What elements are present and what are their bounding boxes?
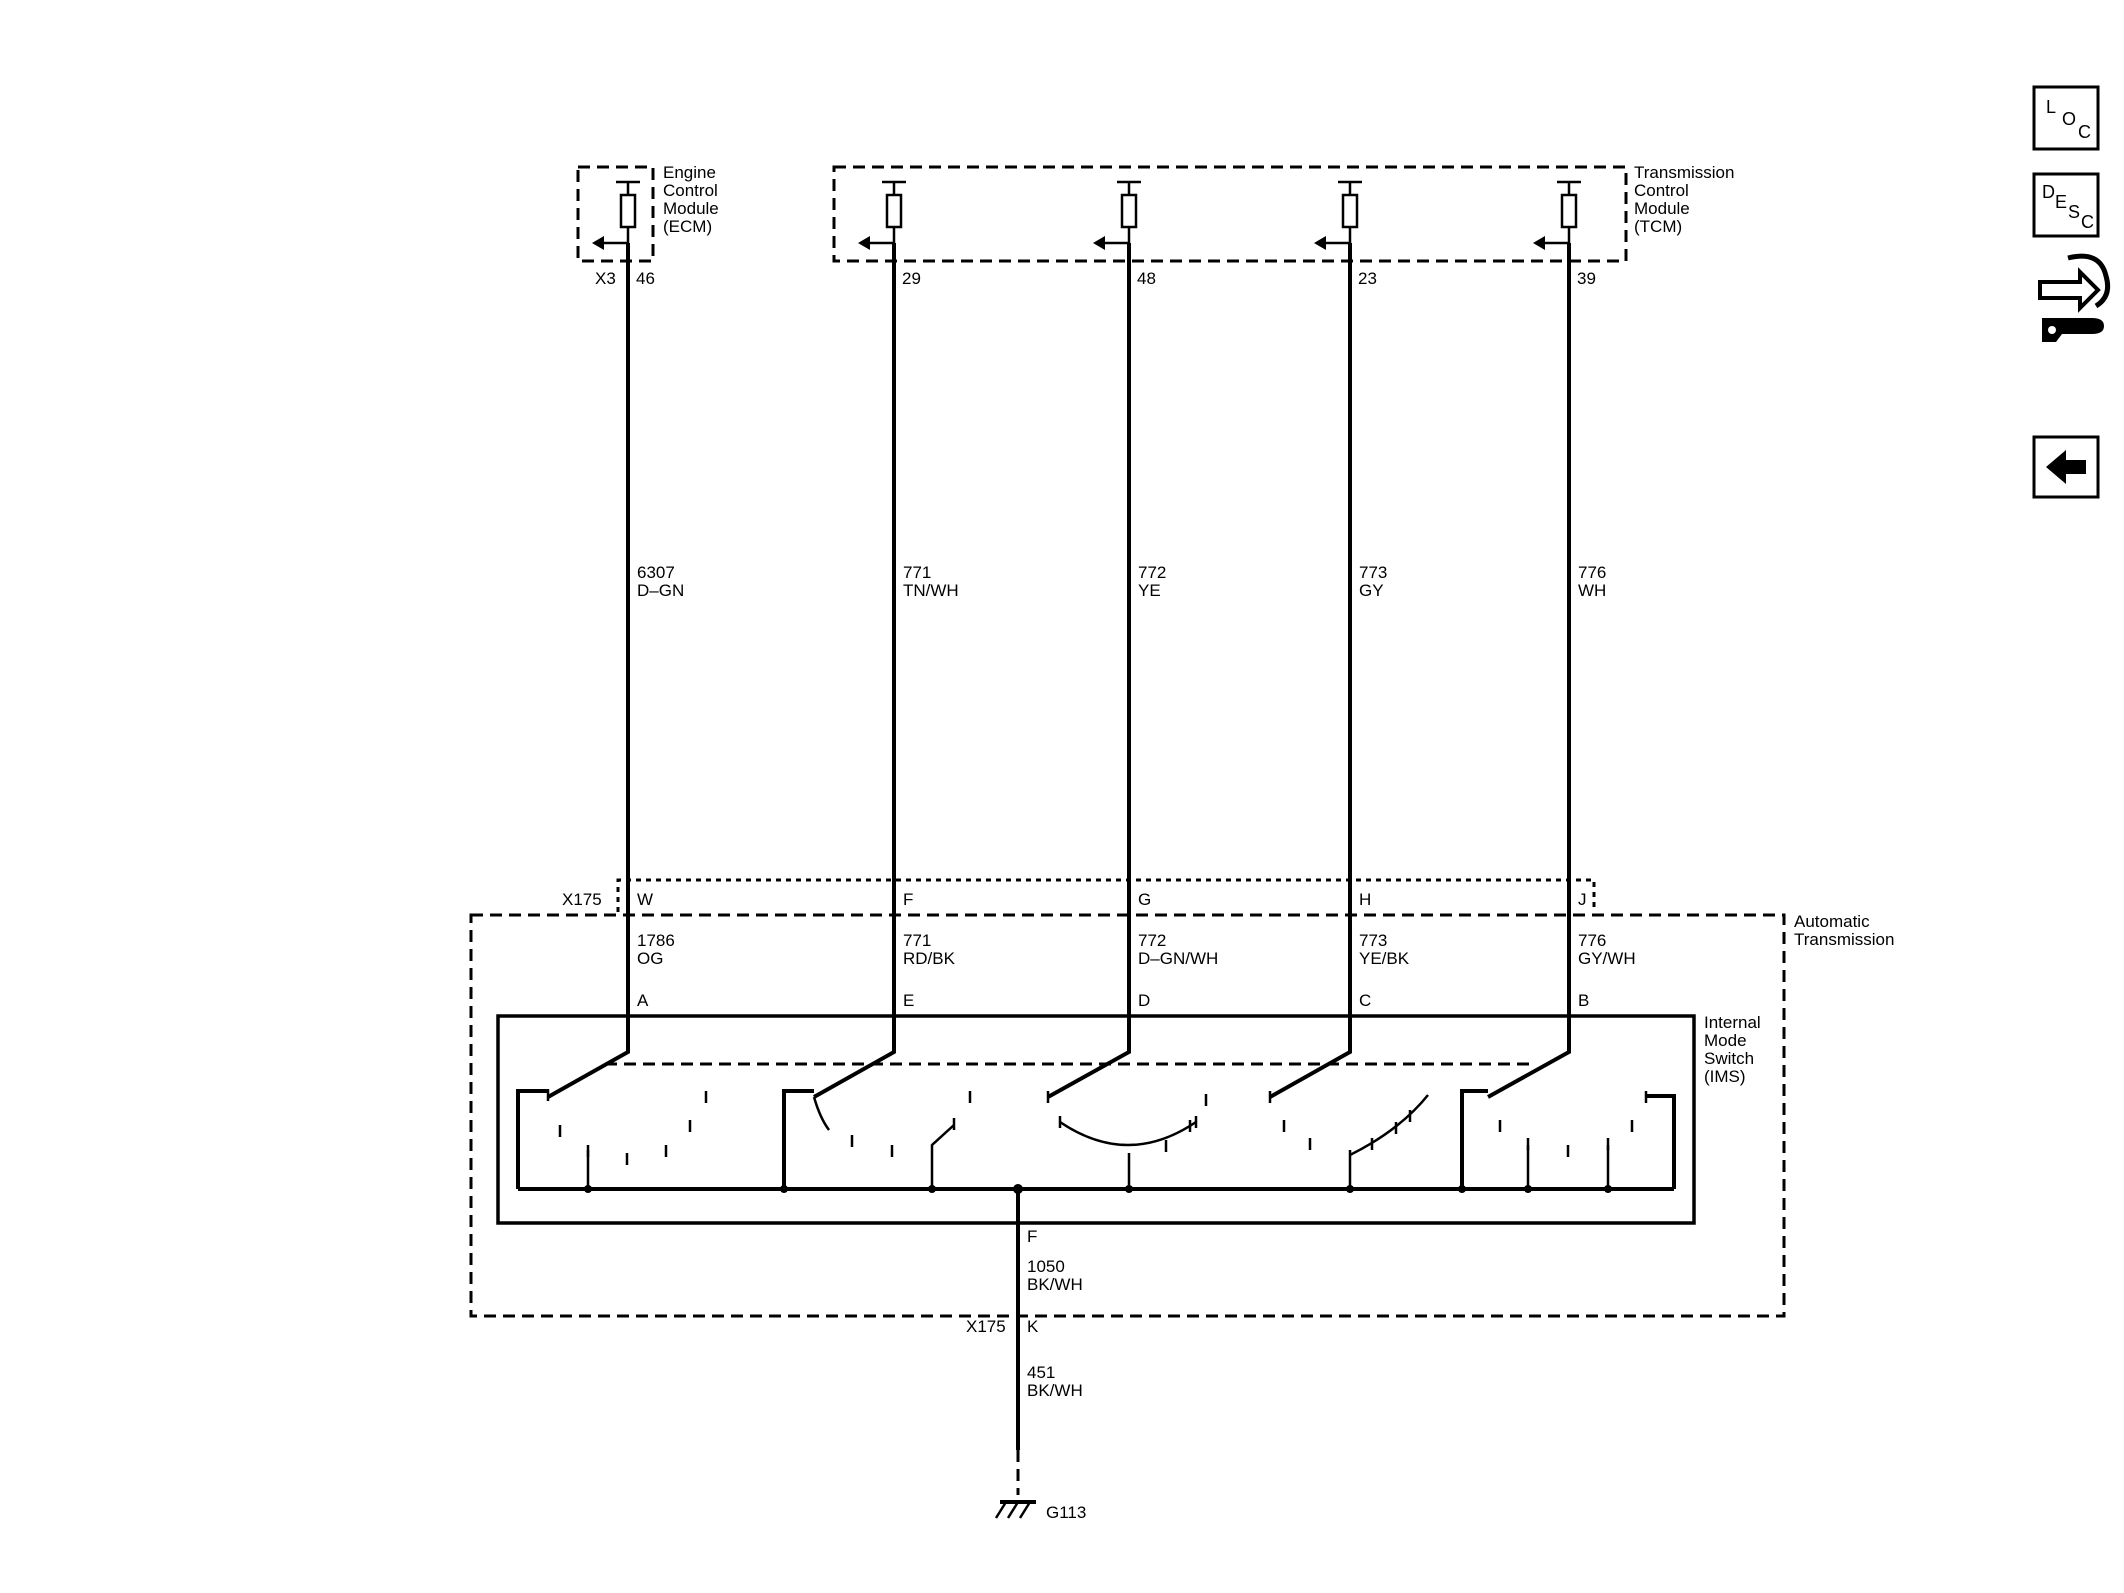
ims-pin-f: F [1027,1227,1037,1246]
switch-d [1046,1040,1208,1193]
circuit-6307-number: 6307 [637,563,675,582]
circuit-771b-color: RD/BK [903,949,956,968]
pin-23-label: 23 [1358,269,1377,288]
x175-pin-h: H [1359,890,1371,909]
tcm-terminal-23 [1314,180,1362,250]
desc-letter-2: E [2055,192,2067,212]
ims-label-line-4: (IMS) [1704,1067,1746,1086]
desc-letter-4: C [2081,212,2094,232]
pin-46-label: 46 [636,269,655,288]
ecm-label-line-4: (ECM) [663,217,712,236]
x175-pin-w: W [637,890,653,909]
left-arrow-icon [2046,450,2086,484]
x175-bottom-id: X175 [966,1317,1006,1336]
ecm-label-line-2: Control [663,181,718,200]
circuit-771-color: TN/WH [903,581,959,600]
circuit-1786-color: OG [637,949,663,968]
circuit-772b-color: D–GN/WH [1138,949,1218,968]
desc-button[interactable]: D E S C [2032,172,2100,238]
circuit-771b-number: 771 [903,931,931,950]
circuit-773b-color: YE/BK [1359,949,1410,968]
circuit-772-color: YE [1138,581,1161,600]
circuit-1050-number: 1050 [1027,1257,1065,1276]
tcm-label-line-2: Control [1634,181,1689,200]
loc-letter-1: L [2046,97,2056,117]
circuit-1050-color: BK/WH [1027,1275,1083,1294]
circuit-776b-color: GY/WH [1578,949,1636,968]
automatic-transmission: Automatic Transmission [469,912,1894,1318]
switch-a [516,1040,708,1193]
connector-end-view-button[interactable] [2038,253,2111,342]
x175-top-id: X175 [562,890,602,909]
ims-pin-c: C [1359,991,1371,1010]
x175-connector-top: X175 W F G H J [562,878,1596,912]
pin-48-label: 48 [1137,269,1156,288]
circuit-776-color: WH [1578,581,1606,600]
ecm-label-line-3: Module [663,199,719,218]
circuit-451-number: 451 [1027,1363,1055,1382]
circuit-776-number: 776 [1578,563,1606,582]
tcm-label-line-1: Transmission [1634,163,1734,182]
tcm-module: Transmission Control Module (TCM) [832,163,1734,263]
switch-c [1268,1040,1429,1193]
tcm-terminal-39 [1533,180,1581,250]
tcm-terminal-29 [858,180,906,250]
x175-pin-j: J [1578,890,1587,909]
ground-id: G113 [1046,1503,1086,1522]
ground-symbol-icon [994,1500,1036,1519]
desc-letter-3: S [2068,202,2080,222]
back-button[interactable] [2032,435,2100,499]
ground-circuit: F 1050 BK/WH X175 K 451 BK/WH G113 [966,1189,1086,1522]
ecm-module: Engine Control Module (ECM) [576,163,719,263]
wires [626,243,1571,1040]
ims-pin-a: A [637,991,649,1010]
circuit-451-color: BK/WH [1027,1381,1083,1400]
loc-letter-3: C [2078,122,2091,142]
ims-pin-b: B [1578,991,1589,1010]
ims-pin-e: E [903,991,914,1010]
auto-trans-label-line-1: Automatic [1794,912,1870,931]
auto-trans-label-line-2: Transmission [1794,930,1894,949]
pin-29-label: 29 [902,269,921,288]
tcm-terminal-48 [1093,180,1141,250]
circuit-776b-number: 776 [1578,931,1606,950]
ims-label-line-2: Mode [1704,1031,1747,1050]
internal-mode-switch: Internal Mode Switch (IMS) [496,1013,1761,1225]
x175-pin-f: F [903,890,913,909]
circuit-1786-number: 1786 [637,931,675,950]
loc-button[interactable]: L O C [2032,85,2100,151]
loc-letter-2: O [2062,109,2076,129]
switch-e [780,1040,972,1193]
connector-end-view-icon [2038,253,2111,342]
circuit-773-color: GY [1359,581,1384,600]
circuit-773-number: 773 [1359,563,1387,582]
ecm-label-line-1: Engine [663,163,716,182]
circuit-773b-number: 773 [1359,931,1387,950]
ecm-connector-id: X3 [595,269,616,288]
circuit-772b-number: 772 [1138,931,1166,950]
desc-letter-1: D [2042,182,2055,202]
ims-pin-d: D [1138,991,1150,1010]
tcm-label-line-4: (TCM) [1634,217,1682,236]
circuit-6307-color: D–GN [637,581,684,600]
tcm-label-line-3: Module [1634,199,1690,218]
circuit-771-number: 771 [903,563,931,582]
ims-label-line-1: Internal [1704,1013,1761,1032]
ims-label-line-3: Switch [1704,1049,1754,1068]
x175-pin-g: G [1138,890,1151,909]
circuit-772-number: 772 [1138,563,1166,582]
x175-pin-k: K [1027,1317,1039,1336]
pin-39-label: 39 [1577,269,1596,288]
switch-b [1458,1040,1676,1193]
